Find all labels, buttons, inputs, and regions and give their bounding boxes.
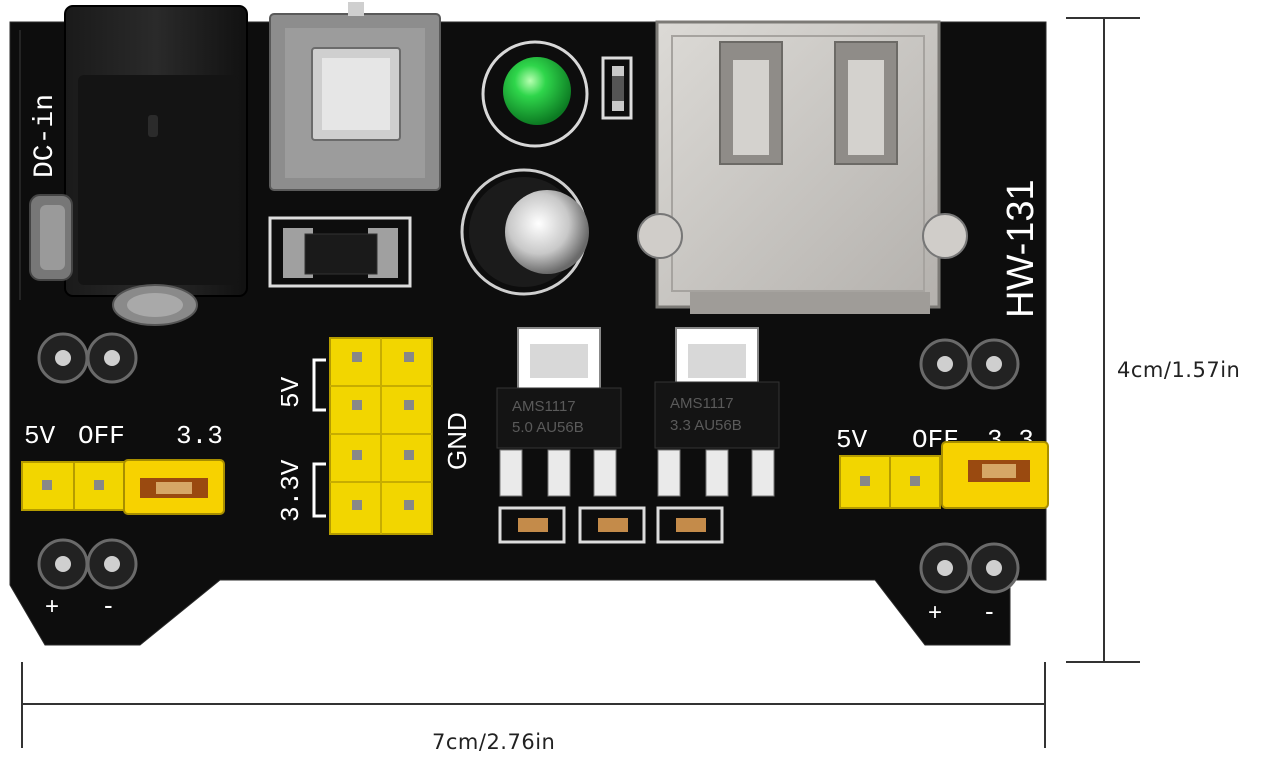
usb-port [637,20,968,314]
power-rail-header [329,337,433,535]
regulator-1-line1: AMS1117 [512,398,576,415]
right-jumper-header [839,455,941,509]
minus-label-left: - [104,590,113,620]
dc-in-label: DC-in [30,94,61,178]
voltage-regulator-33v [654,327,780,497]
voltage-regulator-5v [496,327,622,497]
smd-resistor-top [601,56,633,120]
width-dimension-label: 7cm/2.76in [432,730,556,754]
left-5v-label: 5V [24,421,56,451]
power-led [481,40,589,148]
plus-label-right: + [928,599,942,626]
dc-jack [29,5,248,326]
plus-label-left: + [45,593,59,620]
smd-diode [268,216,412,288]
pin-pair-left-bottom [37,538,138,590]
right-jumper-cap [941,441,1049,509]
height-dimension-line [1066,17,1140,663]
regulator-1-line2: 5.0 AU56B [512,419,584,436]
pin-pair-right-bottom [919,542,1020,594]
header-gnd-label: GND [442,412,472,470]
smd-capacitors [498,506,724,544]
left-33-label: 3.3 [176,421,223,451]
left-jumper-header [21,461,127,511]
pin-pair-left-top [37,332,138,384]
pin-pair-right-top [919,338,1020,390]
minus-label-right: - [985,596,994,626]
power-switch [269,2,441,191]
regulator-2-line2: 3.3 AU56B [670,417,742,434]
right-5v-label: 5V [836,425,868,455]
left-off-label: OFF [78,421,125,451]
regulator-2-line1: AMS1117 [670,395,734,412]
model-label: HW-131 [1000,179,1042,318]
height-dimension-label: 4cm/1.57in [1117,358,1241,382]
capacitor [460,168,589,296]
width-dimension-line [21,662,1046,748]
header-5v-label: 5V [276,376,306,408]
left-jumper-cap [123,459,225,515]
header-33v-label: 3.3V [276,459,306,522]
